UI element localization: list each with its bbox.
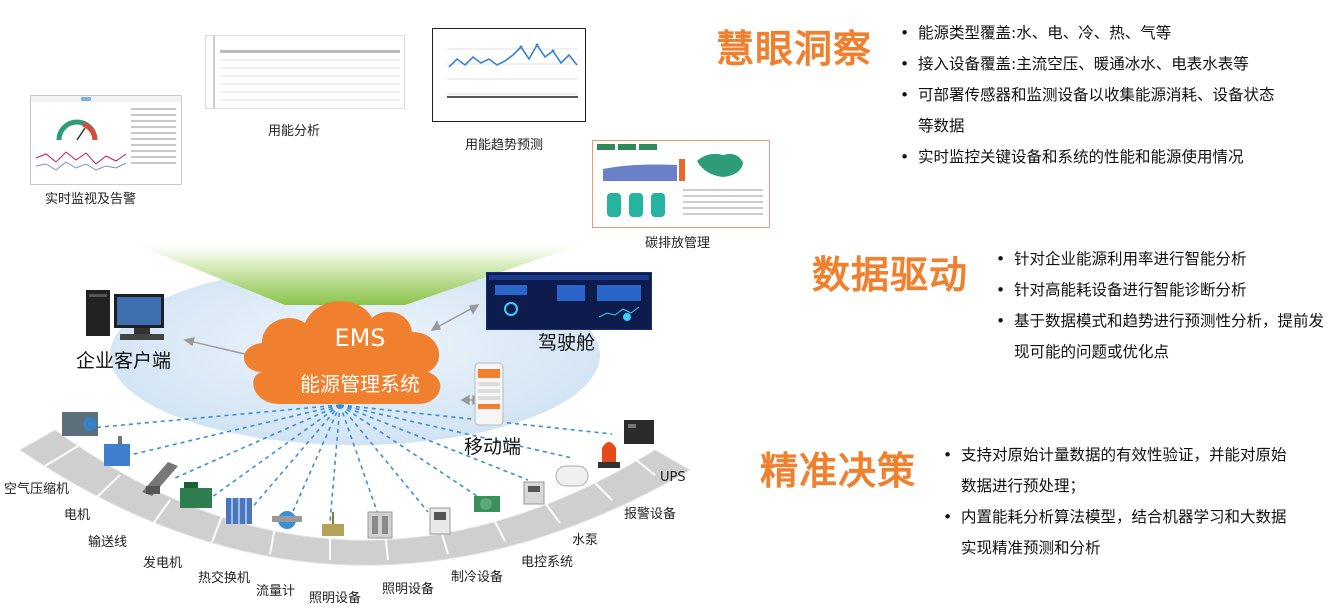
carbon-label: 碳排放管理	[645, 236, 711, 251]
monitor-screenshot	[30, 95, 182, 185]
trend-label: 用能趋势预测	[465, 138, 544, 153]
device-label-lighting: 照明设备	[309, 591, 362, 606]
device-icons	[62, 412, 654, 539]
device-label-alarm: 报警设备	[624, 507, 677, 522]
flowmeter-icon	[272, 511, 302, 529]
device-label-flowmeter: 流量计	[256, 584, 296, 599]
device-label-refrigeration: 制冷设备	[451, 570, 504, 585]
bullet: 支持对原始计量数据的有效性验证，并能对原始数据进行预处理；	[943, 440, 1293, 502]
section-title-precise-decision: 精准决策	[760, 449, 917, 493]
alarm-icon	[598, 442, 620, 468]
section-bullets-precise-decision: 支持对原始计量数据的有效性验证，并能对原始数据进行预处理； 内置能耗分析算法模型…	[943, 440, 1293, 564]
device-label-water-pump: 水泵	[572, 533, 599, 548]
conveyor-icon	[142, 462, 178, 496]
bullet: 接入设备覆盖:主流空压、暖通冰水、电表水表等	[900, 49, 1285, 80]
vision-cone	[120, 238, 600, 305]
electric-control-icon	[474, 496, 500, 512]
bullet: 可部署传感器和监测设备以收集能源消耗、设备状态等数据	[900, 80, 1285, 142]
ems-cloud	[243, 301, 441, 404]
ems-title: EMS	[334, 324, 386, 352]
refrigeration-icon	[429, 507, 451, 535]
ups-icon	[624, 420, 654, 444]
bullet: 能源类型覆盖:水、电、冷、热、气等	[900, 18, 1285, 49]
mobile-label: 移动端	[464, 436, 522, 458]
device-label-motor: 电机	[64, 508, 91, 523]
section-bullets-insight: 能源类型覆盖:水、电、冷、热、气等 接入设备覆盖:主流空压、暖通冰水、电表水表等…	[900, 18, 1285, 173]
diagram-background	[19, 238, 692, 566]
carbon-screenshot	[592, 140, 770, 228]
cockpit-screenshot	[486, 272, 652, 330]
heat-exchanger-icon	[226, 498, 252, 524]
storage-tank-icon	[555, 465, 589, 487]
client-label: 企业客户端	[76, 350, 172, 372]
generator-icon	[180, 482, 212, 508]
lighting-panel-icon	[367, 511, 393, 539]
desktop-computer-icon	[86, 290, 164, 340]
bullet: 基于数据模式和趋势进行预测性分析，提前发现可能的问题或优化点	[996, 306, 1331, 368]
device-arc	[19, 429, 692, 566]
section-title-insight: 慧眼洞察	[716, 27, 873, 71]
water-pump-icon	[523, 481, 545, 505]
mobile-phone-icon	[474, 362, 504, 426]
usage-screenshot	[205, 35, 405, 109]
section-title-data-driven: 数据驱动	[812, 253, 969, 297]
device-label-conveyor: 输送线	[88, 535, 128, 550]
motor-icon	[104, 436, 130, 466]
device-label-lighting-2: 照明设备	[382, 582, 435, 597]
bullet: 针对高能耗设备进行智能诊断分析	[996, 275, 1331, 306]
bullet: 实时监控关键设备和系统的性能和能源使用情况	[900, 142, 1285, 173]
monitor-label: 实时监视及告警	[45, 192, 137, 207]
bullet: 内置能耗分析算法模型，结合机器学习和大数据实现精准预测和分析	[943, 502, 1293, 564]
lighting-icon	[322, 512, 344, 536]
device-label-ups: UPS	[660, 470, 686, 485]
bullet: 针对企业能源利用率进行智能分析	[996, 244, 1331, 275]
air-compressor-icon	[62, 412, 98, 436]
usage-label: 用能分析	[268, 124, 321, 139]
device-label-generator: 发电机	[143, 556, 183, 571]
device-label-heat-exchanger: 热交换机	[198, 571, 251, 586]
device-label-air-compressor: 空气压缩机	[4, 482, 70, 497]
section-bullets-data-driven: 针对企业能源利用率进行智能分析 针对高能耗设备进行智能诊断分析 基于数据模式和趋…	[996, 244, 1331, 368]
device-label-electric-control: 电控系统	[521, 555, 574, 570]
trend-screenshot	[432, 28, 586, 122]
cockpit-label: 驾驶舱	[538, 332, 596, 354]
ems-subtitle: 能源管理系统	[300, 372, 420, 396]
